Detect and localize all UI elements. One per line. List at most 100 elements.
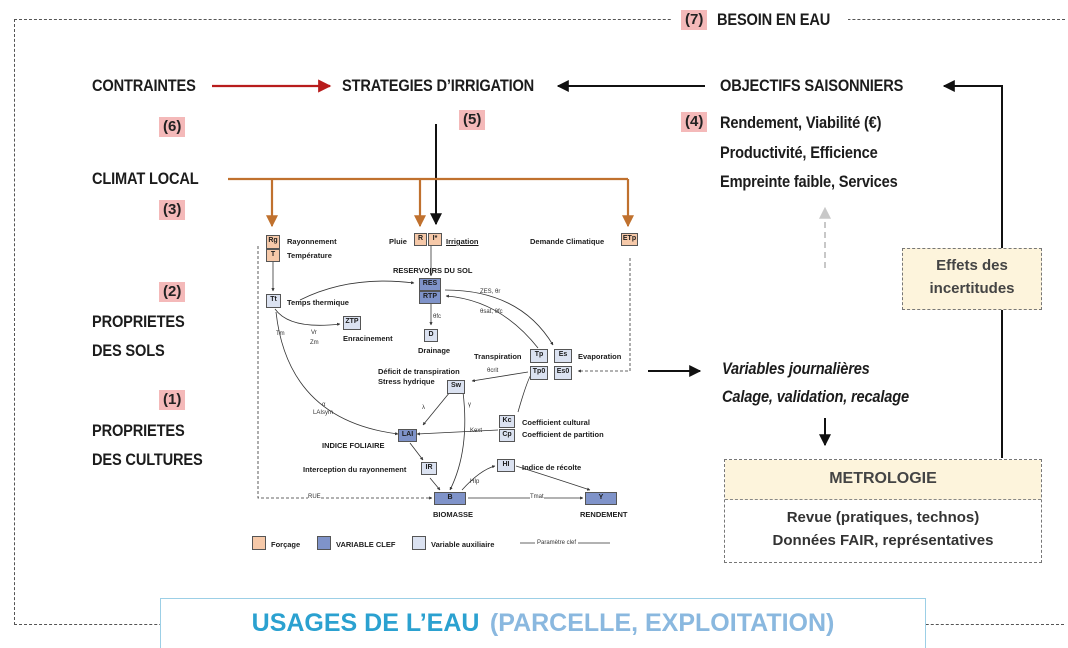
climat-local-label: CLIMAT LOCAL: [92, 169, 199, 188]
badge-5: (5): [459, 110, 486, 130]
lbl-stress: Stress hydrique: [378, 377, 435, 386]
effets-incertitudes-box: Effets des incertitudes: [902, 248, 1042, 310]
sols-line-1: PROPRIETES: [92, 312, 185, 331]
box-tp0: Tp0: [530, 366, 548, 380]
box-lai: LAI: [398, 429, 417, 442]
effets-line-1: Effets des: [936, 257, 1008, 274]
objectifs-line-2: Productivité, Efficience: [720, 143, 878, 162]
objectifs-line-1: Rendement, Viabilité (€): [720, 113, 882, 132]
lbl-deficit: Déficit de transpiration: [378, 367, 460, 376]
box-hi: HI: [497, 459, 515, 472]
lbl-temperature: Température: [287, 251, 332, 260]
cultures-line-1: PROPRIETES: [92, 421, 185, 440]
badge-6: (6): [159, 117, 186, 137]
lbl-drainage: Drainage: [418, 346, 451, 355]
usages-banner: USAGES DE L’EAU (PARCELLE, EXPLOITATION): [160, 598, 926, 648]
frame-top-gap-mask: [672, 10, 848, 28]
metrologie-title: METROLOGIE: [829, 470, 937, 487]
lbl-enracinement: Enracinement: [343, 334, 393, 343]
param-hip: HIp: [470, 479, 480, 485]
strategies-label: STRATEGIES D’IRRIGATION: [342, 76, 535, 95]
lbl-transpiration: Transpiration: [474, 352, 522, 361]
param-kext: Kext: [470, 428, 483, 434]
climat-branch-lines: [228, 177, 630, 224]
variables-line-1: Variables journalières: [722, 359, 870, 378]
param-lambda: λ: [422, 405, 425, 411]
contraintes-label: CONTRAINTES: [92, 76, 196, 95]
metrologie-line-2: Données FAIR, représentatives: [772, 532, 994, 549]
lbl-biomasse: BIOMASSE: [433, 510, 474, 519]
param-tm: Tm: [276, 331, 285, 337]
metrologie-title-band: METROLOGIE: [725, 460, 1041, 500]
usages-sub: (PARCELLE, EXPLOITATION): [489, 609, 835, 637]
param-vr: Vr: [311, 330, 317, 336]
lbl-pluie: Pluie: [389, 237, 407, 246]
feedback-metrologie-objectifs: [942, 80, 1003, 458]
box-ztp: ZTP: [343, 316, 361, 330]
box-b: B: [434, 492, 466, 505]
box-es0: Es0: [554, 366, 572, 380]
badge-7: (7): [681, 10, 708, 30]
legend-variable-clef: VARIABLE CLEF: [336, 540, 396, 549]
lbl-coef-partition: Coefficient de partition: [522, 430, 604, 439]
lbl-reservoirs: RESERVOIRS DU SOL: [393, 266, 473, 275]
sols-line-2: DES SOLS: [92, 341, 165, 360]
crop-model-diagram: Rg T Rayonnement Température Pluie R I* …: [0, 0, 638, 550]
badge-2: (2): [159, 282, 186, 302]
box-d: D: [424, 329, 438, 342]
lbl-irrigation: Irrigation: [446, 237, 479, 246]
box-y: Y: [585, 492, 617, 505]
outer-dashed-frame: [14, 19, 1065, 625]
objectifs-label: OBJECTIFS SAISONNIERS: [720, 76, 904, 95]
box-rg: Rg: [266, 235, 280, 249]
box-res: RES: [419, 278, 441, 291]
besoin-en-eau-label: BESOIN EN EAU: [717, 10, 831, 29]
objectifs-line-3: Empreinte faible, Services: [720, 172, 898, 191]
box-tp: Tp: [530, 349, 548, 363]
box-t: T: [266, 249, 280, 262]
metrologie-line-1: Revue (pratiques, technos): [786, 509, 980, 526]
box-cp: Cp: [499, 429, 515, 442]
effets-line-2: incertitudes: [929, 280, 1015, 297]
box-sw: Sw: [447, 380, 465, 394]
param-laisym: LAIsym: [313, 410, 334, 416]
lbl-coef-cultural: Coefficient cultural: [522, 418, 590, 427]
param-zes: ZES, θr: [480, 289, 501, 295]
box-es: Es: [554, 349, 572, 363]
lbl-interception: Interception du rayonnement: [303, 465, 407, 474]
lbl-temps: Temps thermique: [287, 298, 349, 307]
cultures-line-2: DES CULTURES: [92, 450, 203, 469]
param-alpha: α: [322, 402, 326, 408]
param-rue: RUE: [308, 494, 321, 501]
box-r: R: [414, 233, 427, 246]
legend-aux-swatch: [412, 536, 426, 550]
legend-auxiliaire: Variable auxiliaire: [431, 540, 495, 549]
usages-main: USAGES DE L’EAU: [251, 609, 480, 637]
lbl-indice-recolte: Indice de récolte: [522, 463, 582, 472]
lbl-rayonnement: Rayonnement: [287, 237, 337, 246]
lbl-evaporation: Evaporation: [578, 352, 622, 361]
box-rtp: RTP: [419, 291, 441, 304]
param-gamma: γ: [468, 402, 471, 408]
box-ir: IR: [421, 462, 437, 475]
badge-4: (4): [681, 112, 708, 132]
badge-1: (1): [159, 390, 186, 410]
param-tmat: Tmat: [530, 494, 544, 501]
param-thetasat: θsat, θfc: [480, 309, 503, 315]
lbl-rendement: RENDEMENT: [580, 510, 628, 519]
legend-clef-swatch: [317, 536, 331, 550]
param-thetacri: θcrit: [487, 368, 499, 374]
param-thetafc: θfc: [433, 314, 442, 320]
lbl-indice-foliaire: INDICE FOLIAIRE: [322, 441, 385, 450]
legend-forcage-swatch: [252, 536, 266, 550]
lbl-demande: Demande Climatique: [530, 237, 605, 246]
variables-line-2: Calage, validation, recalage: [722, 387, 909, 406]
model-connectors: [257, 246, 631, 500]
box-kc: Kc: [499, 415, 515, 428]
legend-forcage: Forçage: [271, 540, 301, 549]
box-tt: Tt: [266, 294, 281, 308]
box-irrig: I*: [428, 233, 442, 246]
metrologie-box: METROLOGIE Revue (pratiques, technos) Do…: [724, 459, 1042, 563]
box-etp: ETp: [621, 233, 638, 246]
